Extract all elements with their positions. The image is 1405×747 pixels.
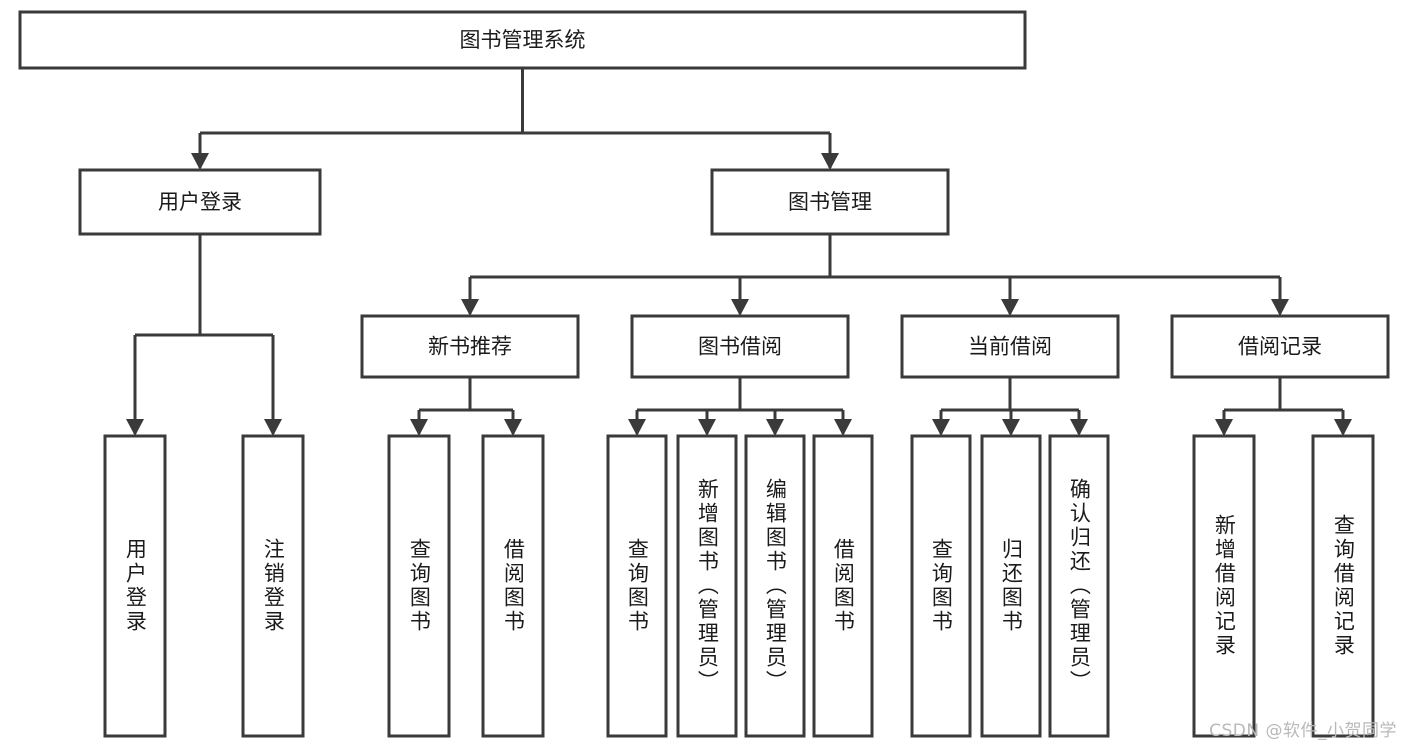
arrow-head-icon <box>628 419 646 436</box>
node-box-leaf-logout[interactable] <box>241 434 305 738</box>
arrow-head-icon <box>264 419 282 436</box>
node-label-book-manage: 图书管理 <box>788 190 872 214</box>
node-label-current-borrow: 当前借阅 <box>968 335 1052 359</box>
arrow-head-icon <box>834 419 852 436</box>
arrow-head-icon <box>698 419 716 436</box>
arrow-head-icon <box>1271 299 1289 316</box>
node-box-book-borrow[interactable] <box>630 314 850 379</box>
node-label-root: 图书管理系统 <box>460 28 586 52</box>
arrow-head-icon <box>410 419 428 436</box>
node-box-new-book-rec[interactable] <box>360 314 580 379</box>
node-box-root[interactable] <box>18 10 1027 70</box>
arrow-head-icon <box>731 299 749 316</box>
node-label-new-book-rec: 新书推荐 <box>428 335 512 359</box>
node-box-leaf-user-login[interactable] <box>103 434 167 738</box>
node-label-borrow-record: 借阅记录 <box>1238 335 1322 359</box>
node-label-user-login: 用户登录 <box>158 190 242 214</box>
node-box-leaf-return-book[interactable] <box>980 434 1042 738</box>
node-box-leaf-add-record[interactable] <box>1192 434 1256 738</box>
node-box-leaf-query-book-b[interactable] <box>606 434 668 738</box>
node-label-book-borrow: 图书借阅 <box>698 335 782 359</box>
node-box-current-borrow[interactable] <box>900 314 1120 379</box>
node-box-leaf-borrow-book-b[interactable] <box>812 434 874 738</box>
node-box-leaf-borrow-book-rec[interactable] <box>481 434 545 738</box>
node-box-leaf-add-book[interactable] <box>676 434 738 738</box>
arrow-head-icon <box>191 153 209 170</box>
arrow-head-icon <box>932 419 950 436</box>
boxes-layer <box>18 10 1390 738</box>
arrow-head-icon <box>461 299 479 316</box>
arrow-head-icon <box>504 419 522 436</box>
arrow-head-icon <box>1334 419 1352 436</box>
node-box-leaf-query-book-rec[interactable] <box>387 434 451 738</box>
node-box-book-manage[interactable] <box>710 168 950 236</box>
arrow-head-icon <box>126 419 144 436</box>
watermark-text: CSDN @软件_小贺同学 <box>1209 721 1397 741</box>
edges-layer <box>126 68 1352 436</box>
node-box-leaf-edit-book[interactable] <box>744 434 806 738</box>
arrow-head-icon <box>1002 419 1020 436</box>
arrow-head-icon <box>1215 419 1233 436</box>
node-box-leaf-confirm-return[interactable] <box>1048 434 1110 738</box>
arrow-head-icon <box>821 153 839 170</box>
node-box-leaf-query-book-c[interactable] <box>910 434 972 738</box>
arrow-head-icon <box>1001 299 1019 316</box>
node-box-leaf-query-record[interactable] <box>1311 434 1375 738</box>
node-box-user-login[interactable] <box>78 168 322 236</box>
arrow-head-icon <box>766 419 784 436</box>
arrow-head-icon <box>1070 419 1088 436</box>
node-box-borrow-record[interactable] <box>1170 314 1390 379</box>
